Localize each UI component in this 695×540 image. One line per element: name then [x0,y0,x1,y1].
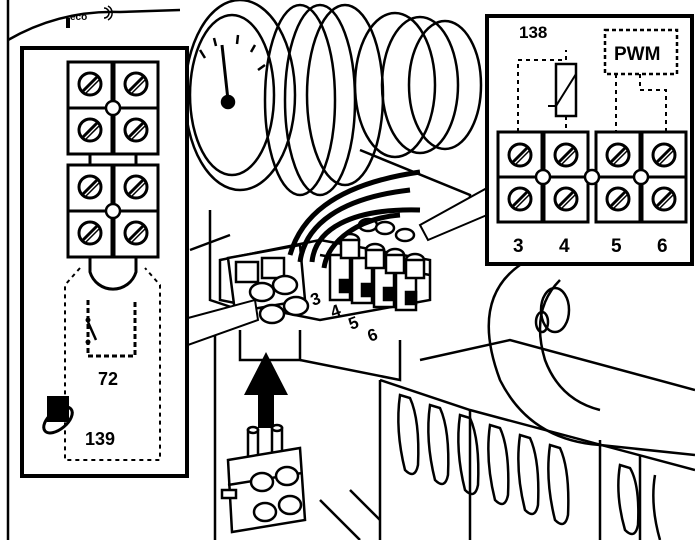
left-inset: 72 139 [20,46,189,478]
inset-terminal-3: 3 [513,236,524,257]
inset-terminal-4: 4 [559,236,570,257]
main-terminal-block [218,169,432,325]
pwm-box [603,28,679,76]
inset-terminal-5: 5 [611,236,622,257]
right-inset: 138 PWM 3 4 5 6 [485,14,694,266]
main-terminal-5: 5 [346,313,361,334]
sensor-138-label: 138 [519,23,547,42]
main-terminal-6: 6 [365,325,380,346]
eco-indicator: eco [66,5,113,28]
eco-label: eco [70,12,87,23]
sensor-139-label: 139 [85,429,115,449]
insert-arrow [244,352,288,428]
left-callout-wedge [187,298,260,347]
right-callout-wedge [418,186,488,242]
switch-72-label: 72 [98,369,118,389]
inset-terminal-6: 6 [657,236,668,257]
machine-background [6,0,695,540]
pwm-label: PWM [614,44,660,65]
loose-connector-plug [220,423,307,534]
